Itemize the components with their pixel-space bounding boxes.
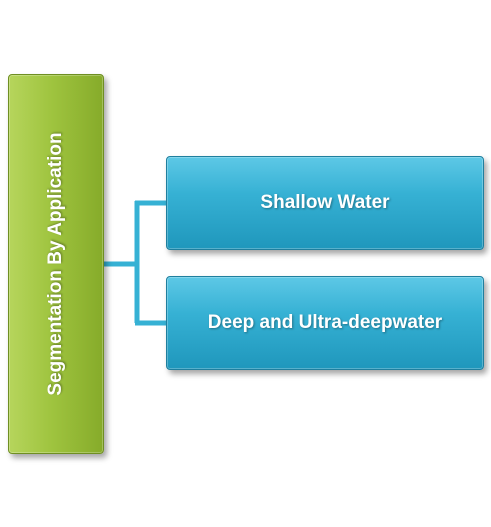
child-node-label-deep-ultra-deepwater: Deep and Ultra-deepwater [207, 312, 443, 333]
root-node-label: Segmentation By Application [45, 132, 66, 396]
child-node-shallow-water: Shallow Water [166, 156, 484, 250]
child-node-deep-ultra-deepwater: Deep and Ultra-deepwater [166, 276, 484, 370]
root-node-segmentation: Segmentation By Application [8, 74, 104, 454]
child-node-label-shallow-water: Shallow Water [260, 192, 390, 213]
